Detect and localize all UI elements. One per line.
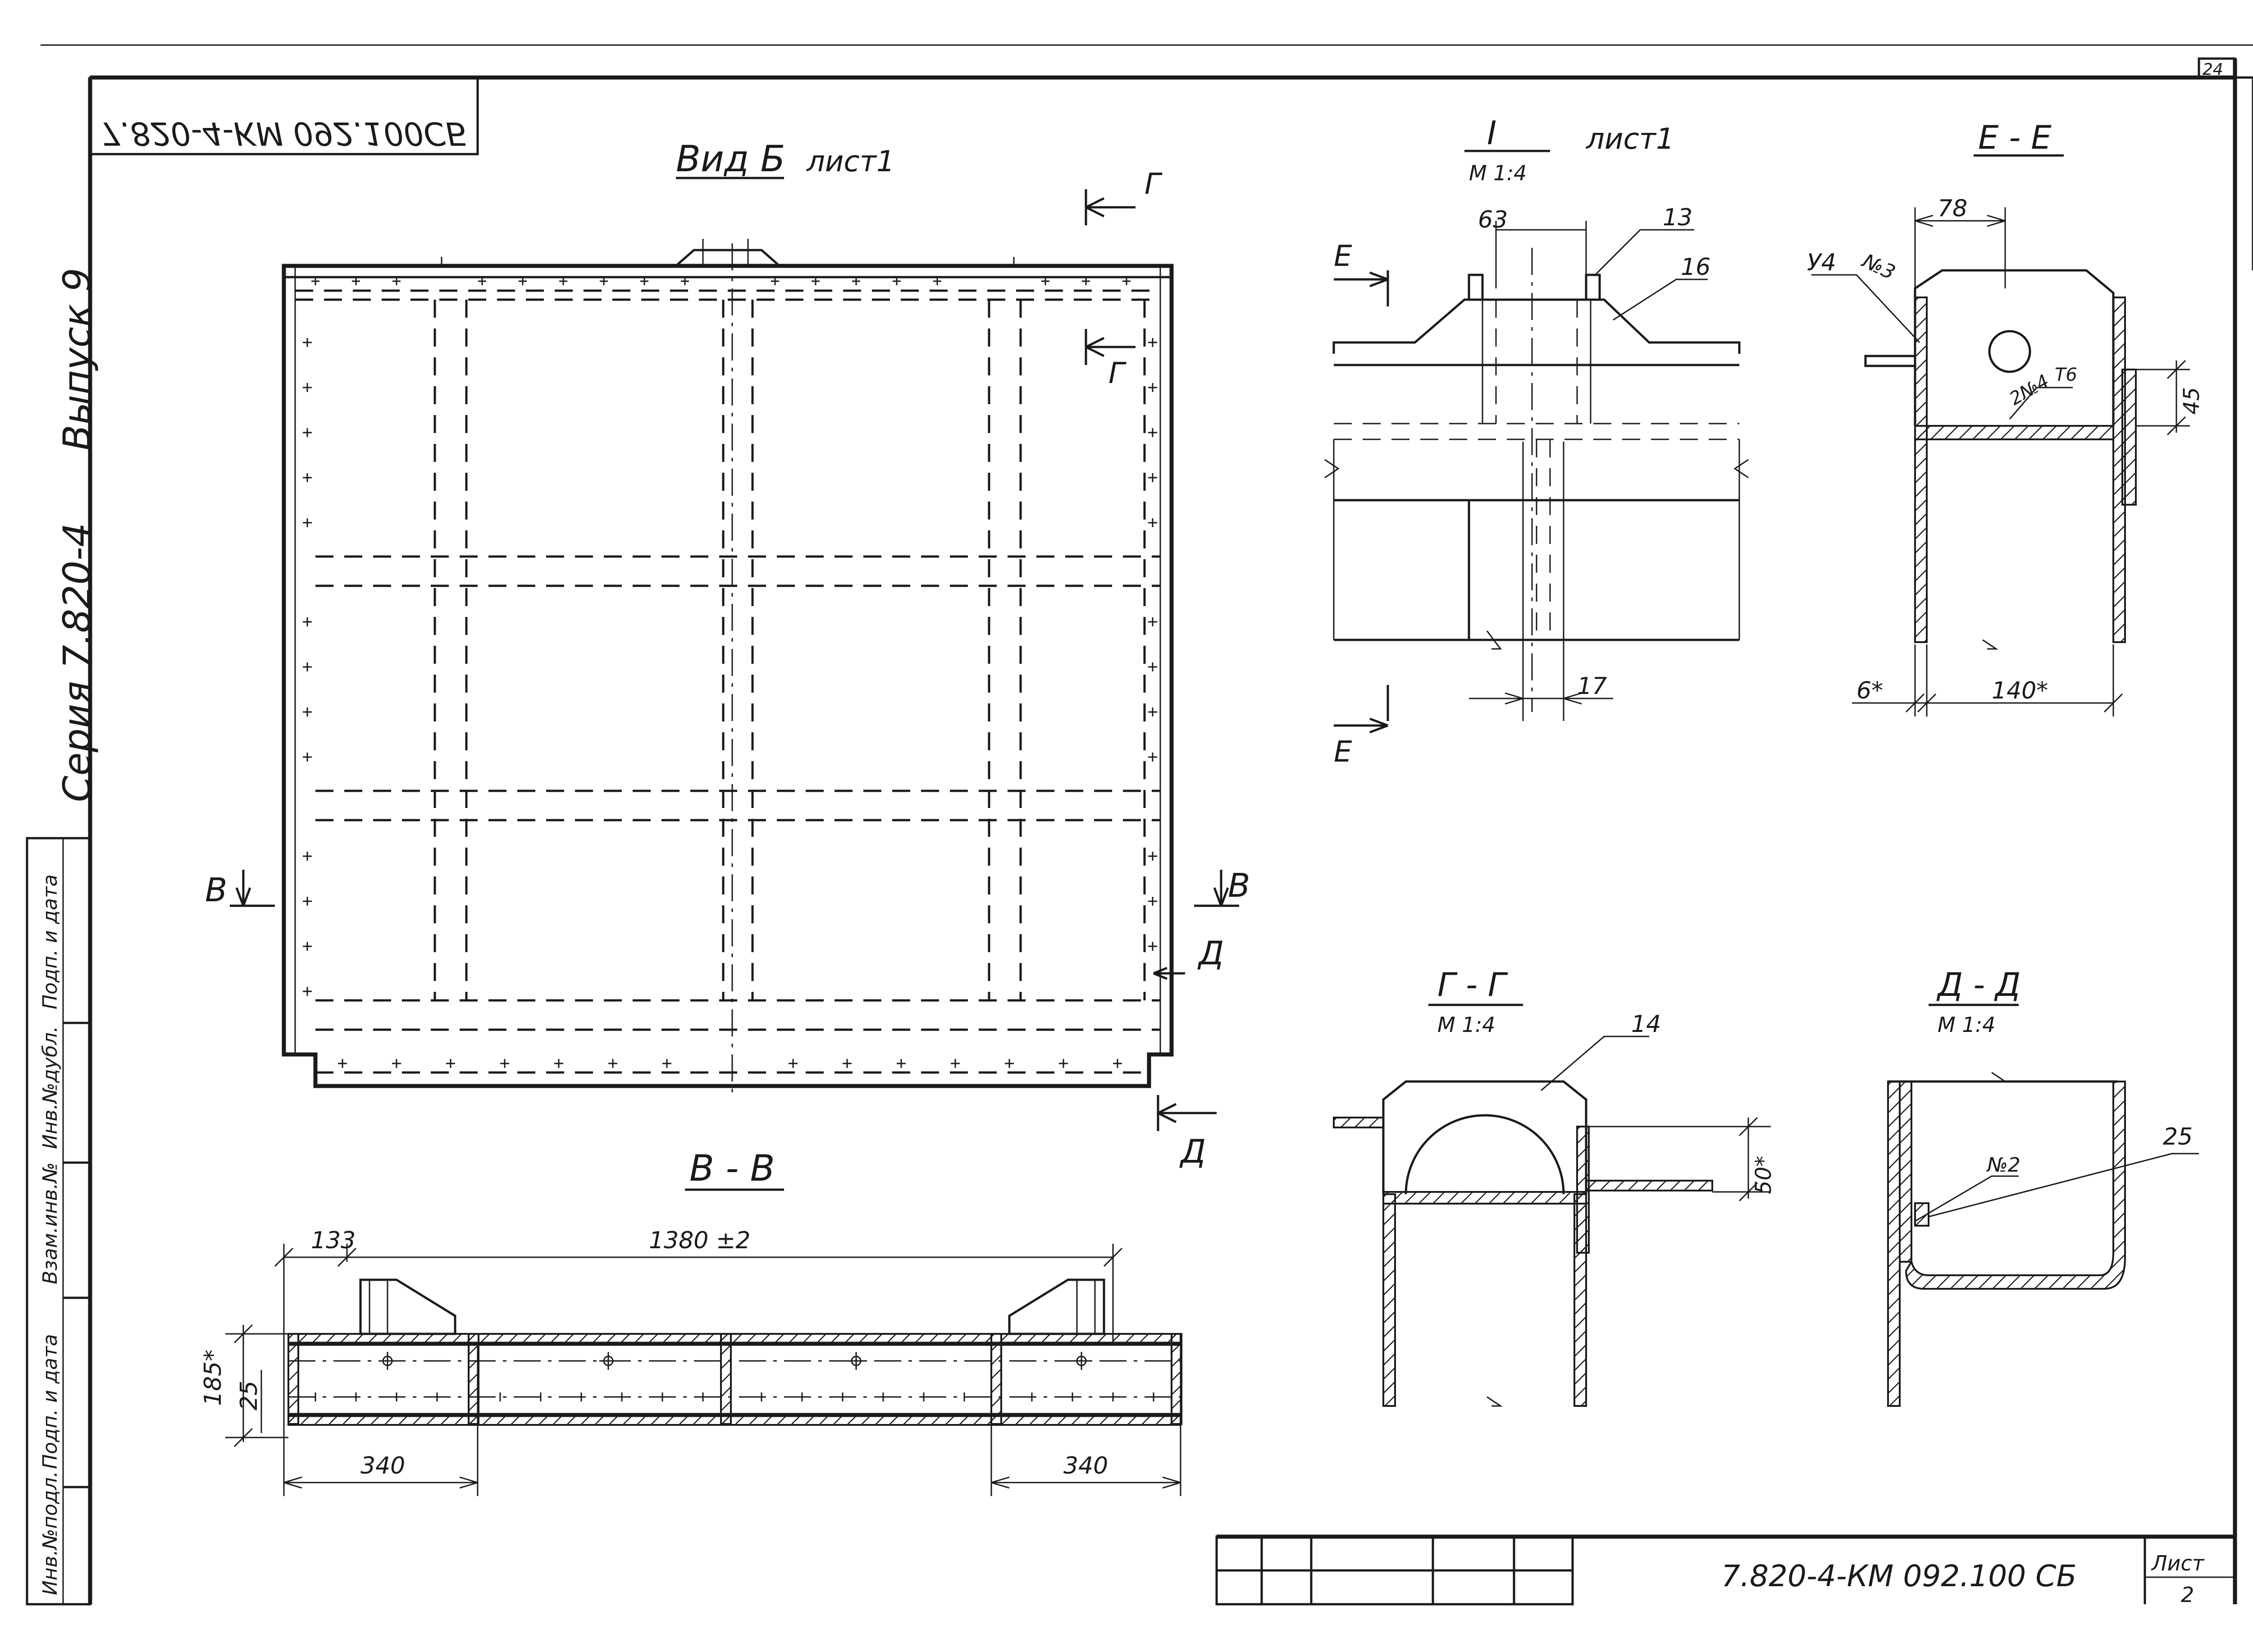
- mirrored-code-box: 7.820-4-КМ 092.100СБ: [89, 76, 479, 155]
- dim-25: 25: [236, 1381, 263, 1410]
- weld-u4: У4: [1807, 249, 1836, 276]
- issue-label: Выпуск 9: [55, 268, 99, 451]
- view-b: Вид Б лист1: [230, 138, 1239, 1131]
- mark-v-left: В: [205, 871, 227, 909]
- section-dd-scale: М 1:4: [1938, 1013, 1995, 1037]
- mark-g-bottom: Г: [1108, 357, 1126, 390]
- title-block-sheet-label: Лист: [2151, 1551, 2205, 1575]
- dim-133: 133: [311, 1227, 356, 1254]
- view-b-title: Вид Б: [676, 138, 785, 180]
- dim-78: 78: [1938, 195, 1967, 222]
- side-column-3: Взам.инв.№: [39, 1162, 62, 1284]
- mark-v-right: В: [1228, 867, 1250, 904]
- mirrored-code: 7.820-4-КМ 092.100СБ: [100, 115, 467, 152]
- section-vv-title: В - В: [689, 1147, 775, 1189]
- dim-6: 6*: [1856, 677, 1883, 704]
- series-label: Серия 7.820-4: [55, 523, 99, 802]
- dim-1380: 1380 ±2: [649, 1227, 751, 1254]
- mark-e-top: Е: [1334, 240, 1352, 273]
- callout-13: 13: [1663, 204, 1692, 231]
- title-block-code: 7.820-4-КМ 092.100 СБ: [1721, 1559, 2077, 1593]
- weld-n3: №3: [1858, 249, 1899, 284]
- callout-25: 25: [2163, 1123, 2193, 1150]
- section-e-e: Е - Е: [1811, 119, 2190, 716]
- section-d-d: Д - Д М 1:4: [1887, 966, 2199, 1407]
- mark-d-bottom: Д: [1179, 1132, 1206, 1170]
- weld-n2: №2: [1986, 1154, 2020, 1177]
- side-columns-strip: [26, 837, 91, 1606]
- title-block: [1215, 1534, 2235, 1606]
- view-b-ref: лист1: [806, 145, 895, 178]
- section-gg-scale: М 1:4: [1437, 1013, 1495, 1037]
- side-column-5: Подп. и дата: [39, 874, 62, 1009]
- mark-e-bottom: Е: [1334, 735, 1352, 769]
- callout-14: 14: [1631, 1011, 1661, 1038]
- dim-50: 50*: [1751, 1156, 1776, 1194]
- detail-i-scale: М 1:4: [1469, 161, 1527, 185]
- section-v-v: В - В: [225, 1147, 1182, 1496]
- dim-17: 17: [1577, 673, 1607, 700]
- mark-d-top: Д: [1197, 934, 1224, 972]
- sheet-frame: [41, 44, 2253, 1604]
- page-number: 24: [2203, 60, 2223, 79]
- dim-140: 140*: [1992, 677, 2048, 704]
- side-column-2: Подп. и дата: [39, 1334, 62, 1469]
- side-column-4: Инв.№дубл.: [39, 1026, 62, 1149]
- detail-i-ref: лист1: [1585, 123, 1674, 156]
- weld-t6: Т6: [2055, 365, 2077, 385]
- weld-2n4: 2№4: [2006, 371, 2052, 410]
- detail-i: I М 1:4 лист1: [1324, 114, 1749, 734]
- detail-i-title: I: [1487, 114, 1496, 152]
- dim-185: 185*: [200, 1350, 227, 1406]
- side-column-1: Инв.№подл.: [39, 1471, 62, 1595]
- callout-16: 16: [1681, 254, 1710, 281]
- mark-g-top: Г: [1145, 168, 1163, 201]
- title-block-sheet-number: 2: [2181, 1583, 2194, 1607]
- section-dd-title: Д - Д: [1936, 966, 2020, 1004]
- dim-63: 63: [1478, 206, 1508, 233]
- section-gg-title: Г - Г: [1437, 966, 1508, 1004]
- dim-45: 45: [2179, 387, 2204, 415]
- dim-340-right: 340: [1063, 1452, 1108, 1479]
- section-ee-title: Е - Е: [1978, 119, 2052, 156]
- dim-340-left: 340: [360, 1452, 405, 1479]
- section-g-g: Г - Г М 1:4: [1333, 966, 1771, 1407]
